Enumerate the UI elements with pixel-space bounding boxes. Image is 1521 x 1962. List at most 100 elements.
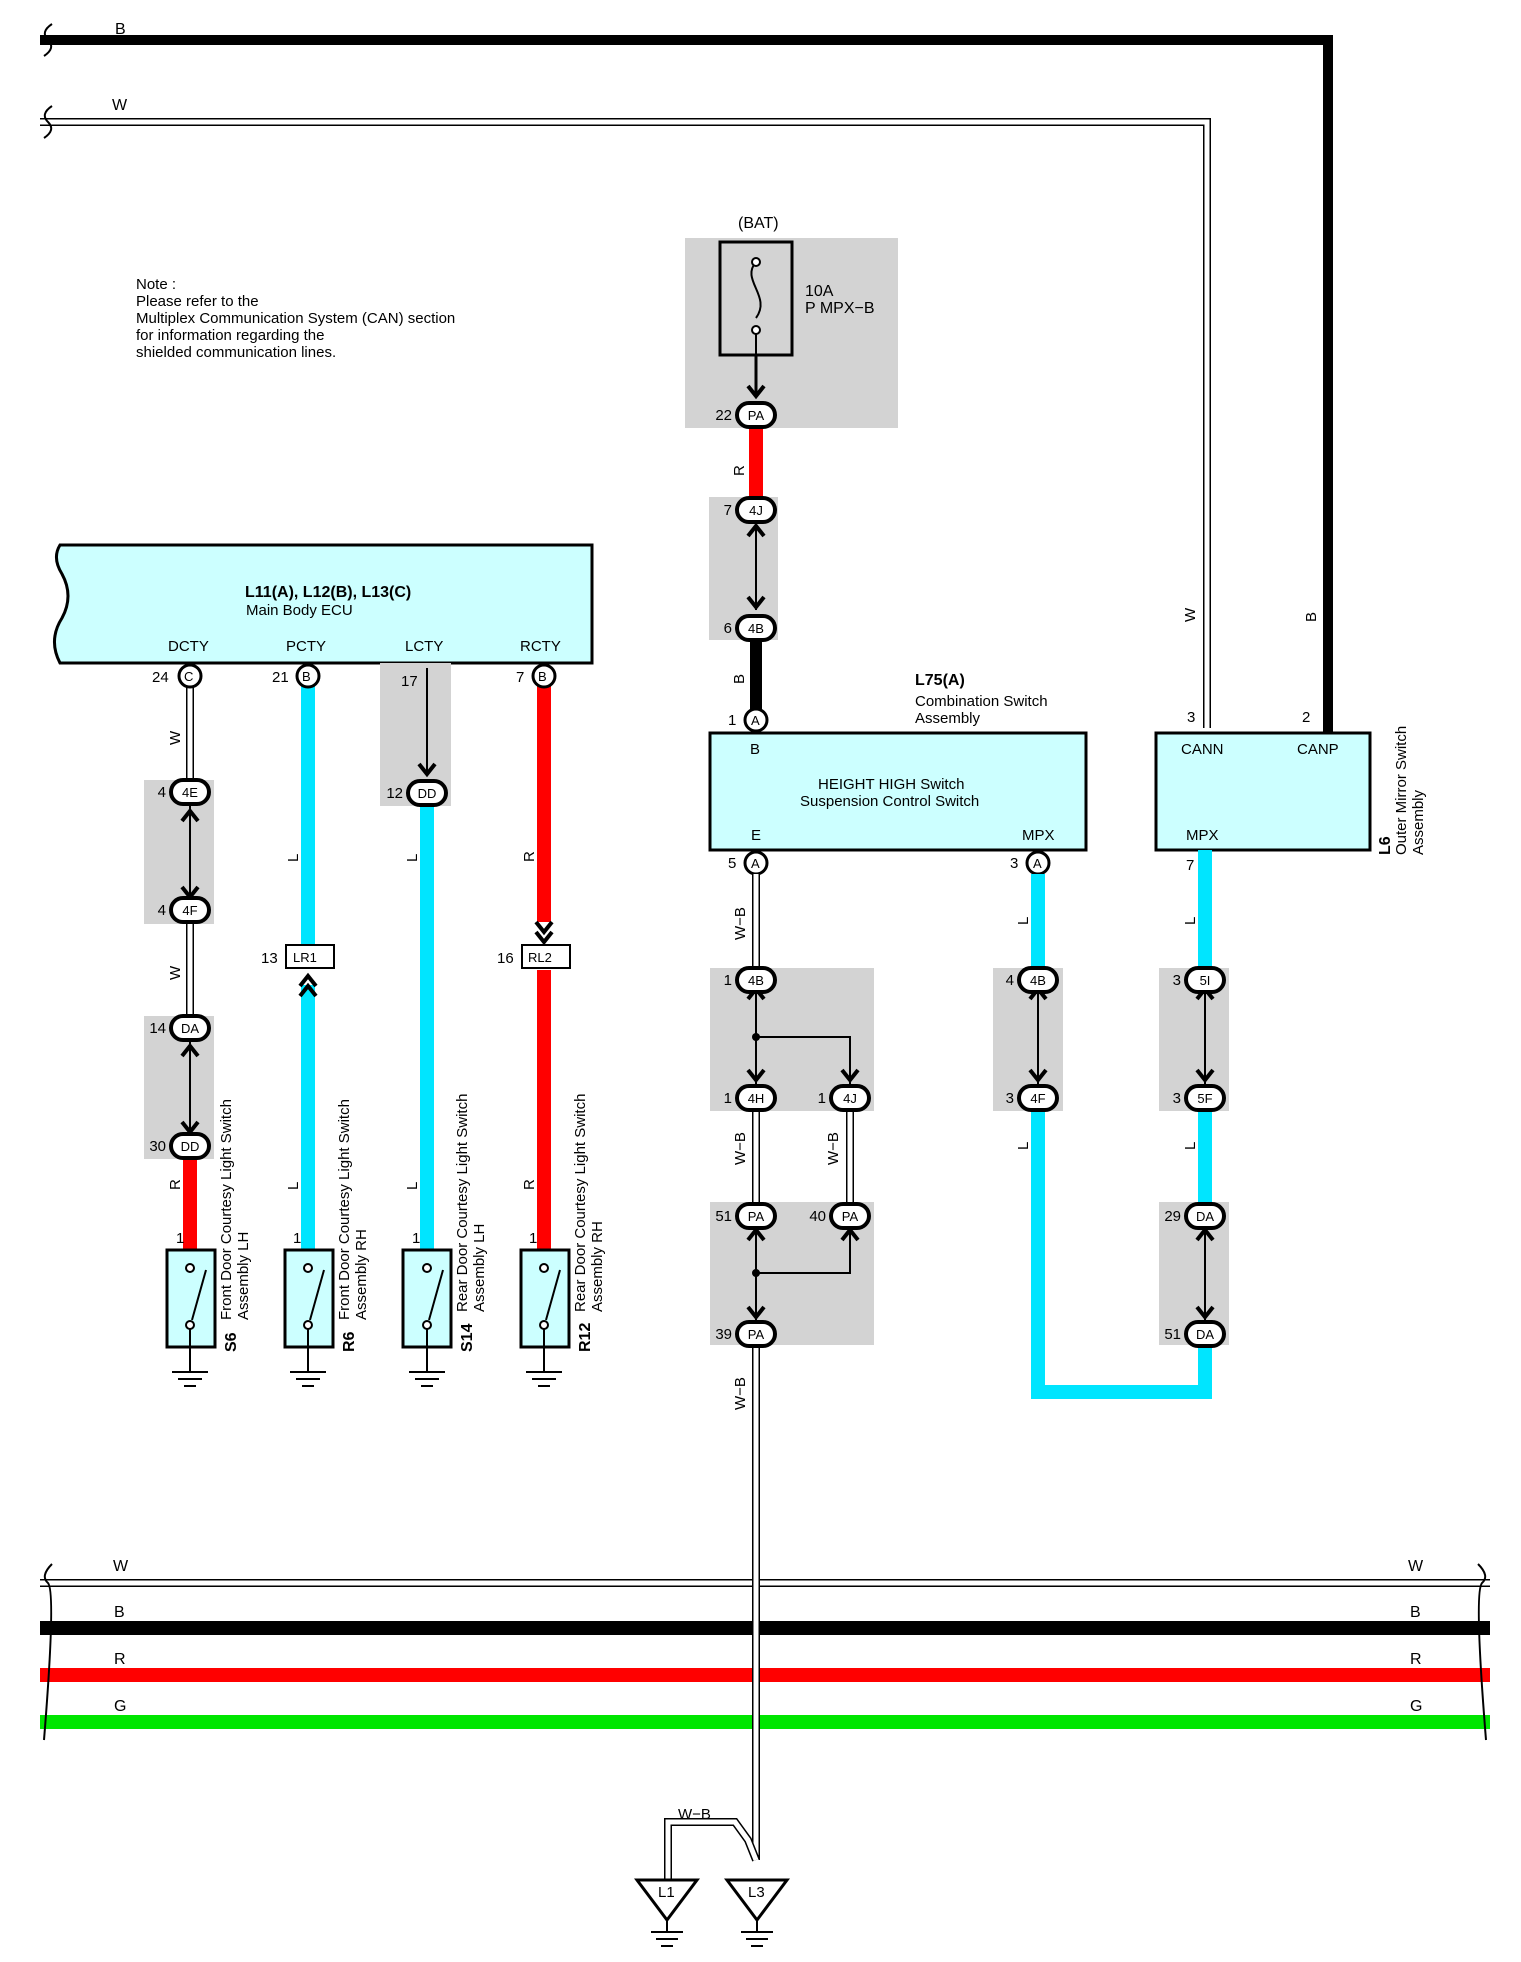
top-bus-w-label: W	[112, 97, 128, 114]
r12-pin: 1	[529, 1230, 537, 1247]
s6-line1: Front Door Courtesy Light Switch	[218, 1099, 235, 1320]
top-bus-b: B	[40, 21, 1333, 735]
connector-name: DA	[181, 1021, 199, 1036]
bus-b-right: B	[1410, 1604, 1421, 1621]
connector-c-4H: 4H1	[724, 1084, 777, 1112]
wire-label-b-canp: B	[1303, 612, 1320, 622]
ecu-term-dcty: DCTY	[168, 638, 209, 655]
fuse-rating: 10A	[805, 283, 834, 300]
connector-c-DA-left: DA 14	[149, 1014, 211, 1042]
top-bus-w: W	[40, 97, 1211, 728]
connector-name: 4F	[1030, 1091, 1045, 1106]
mirror-term-canp: CANP	[1297, 741, 1339, 758]
mirror-pin-canp: 2	[1302, 709, 1310, 726]
r6-line1: Front Door Courtesy Light Switch	[336, 1099, 353, 1320]
wire-cyan-mpx-loop	[1031, 1108, 1212, 1399]
wire-label-l-mpx-2: L	[1015, 1142, 1032, 1150]
connector-pin: 30	[149, 1138, 166, 1155]
connector-c-DD-left: DD 30	[149, 1132, 211, 1160]
connector-name: 4F	[182, 903, 197, 918]
connector-pin: 12	[386, 785, 403, 802]
connector-name: PA	[748, 408, 765, 423]
wire-label-l-pcty-2: L	[285, 1182, 302, 1190]
rl2-pin: 16	[497, 950, 514, 967]
connector-name: PA	[748, 1209, 765, 1224]
bus-r-right: R	[1410, 1651, 1422, 1668]
connector-pin: 14	[149, 1020, 166, 1037]
mirror-name-1: Outer Mirror Switch	[1393, 726, 1410, 855]
connector-pin: 40	[809, 1208, 826, 1225]
note-block: Note : Please refer to the Multiplex Com…	[136, 276, 455, 361]
connector-c-4F-mpx: 4F 3	[1006, 1084, 1059, 1112]
connector-pin: 22	[715, 407, 732, 424]
connector-c-4B-mid: 4B 1	[724, 966, 777, 994]
note-line-5: shielded communication lines.	[136, 344, 336, 361]
ground-l1: L1	[658, 1884, 675, 1901]
ecu-name: Main Body ECU	[246, 602, 353, 619]
combo-term-mpx: MPX	[1022, 827, 1055, 844]
wire-label-w-cann: W	[1182, 607, 1199, 622]
connector-pin: 51	[1164, 1326, 1181, 1343]
courtesy-switch-r6: 1 R6 Front Door Courtesy Light Switch As…	[283, 1099, 370, 1387]
combo-term-e: E	[751, 827, 761, 844]
wire-label-l-lcty-1: L	[404, 854, 421, 862]
ecu-conn-c: C	[184, 669, 193, 684]
fuse-block: (BAT) 10A P MPX−B	[685, 215, 898, 428]
connector-name: DA	[1196, 1327, 1214, 1342]
combo-conn-b: A	[751, 713, 760, 728]
s14-line1: Rear Door Courtesy Light Switch	[454, 1094, 471, 1312]
connector-c-4B-mpx: 4B4	[1006, 966, 1059, 994]
bus-w-left: W	[113, 1558, 129, 1575]
connector-pin: 1	[724, 972, 732, 989]
note-line-3: Multiplex Communication System (CAN) sec…	[136, 310, 455, 327]
connector-c-4J-top: 4J7	[724, 496, 777, 524]
combo-term-b: B	[750, 741, 760, 758]
connector-name: DD	[181, 1139, 200, 1154]
r6-line2: Assembly RH	[353, 1229, 370, 1320]
connector-pin: 4	[158, 902, 166, 919]
connector-pin: 4	[158, 784, 166, 801]
bottom-bus: W W B B R R G G	[40, 1558, 1490, 1741]
mirror-id: L6	[1377, 836, 1394, 855]
connector-name: 5I	[1200, 973, 1211, 988]
note-line-1: Note :	[136, 276, 176, 293]
wire-label-r-rcty-1: R	[521, 851, 538, 862]
combo-pin-e: 5	[728, 855, 736, 872]
connector-c-4J-mid: 4J1	[818, 1084, 871, 1112]
connector-name: 4B	[748, 973, 764, 988]
connector-c-4F-left: 4F 4	[158, 896, 211, 924]
s6-id: S6	[223, 1332, 240, 1352]
wire-label-l-mpx-1: L	[1015, 917, 1032, 925]
ecu-term-rcty: RCTY	[520, 638, 561, 655]
ecu-term-lcty: LCTY	[405, 638, 443, 655]
connector-name: 4E	[182, 785, 198, 800]
ecu-pin-7: 7	[516, 669, 524, 686]
r12-id: R12	[577, 1323, 594, 1352]
wire-label-wb-2: W−B	[732, 1132, 749, 1165]
combination-switch: L75(A) Combination Switch Assembly HEIGH…	[708, 672, 1088, 876]
combo-name-2: Assembly	[915, 710, 981, 727]
connector-pin: 7	[724, 502, 732, 519]
connector-pin: 3	[1173, 1090, 1181, 1107]
connector-pin: 39	[715, 1326, 732, 1343]
connector-fuse: PA 22	[715, 401, 777, 429]
lr1-pin: 13	[261, 950, 278, 967]
combo-inner-1: HEIGHT HIGH Switch	[818, 776, 964, 793]
connector-pin: 3	[1006, 1090, 1014, 1107]
ground-wire-label: W−B	[678, 1806, 711, 1823]
combo-name-1: Combination Switch	[915, 693, 1048, 710]
connector-lr1: LR1 13	[261, 944, 335, 998]
connector-pin: 4	[1006, 972, 1014, 989]
combo-pin-mpx: 3	[1010, 855, 1018, 872]
s6-line2: Assembly LH	[235, 1232, 252, 1320]
connector-pin: 51	[715, 1208, 732, 1225]
connector-c-DA51: DA 51	[1164, 1320, 1226, 1348]
ecu-conn-b-pcty: B	[302, 669, 311, 684]
top-bus-b-label: B	[115, 21, 126, 38]
s14-id: S14	[459, 1323, 476, 1352]
